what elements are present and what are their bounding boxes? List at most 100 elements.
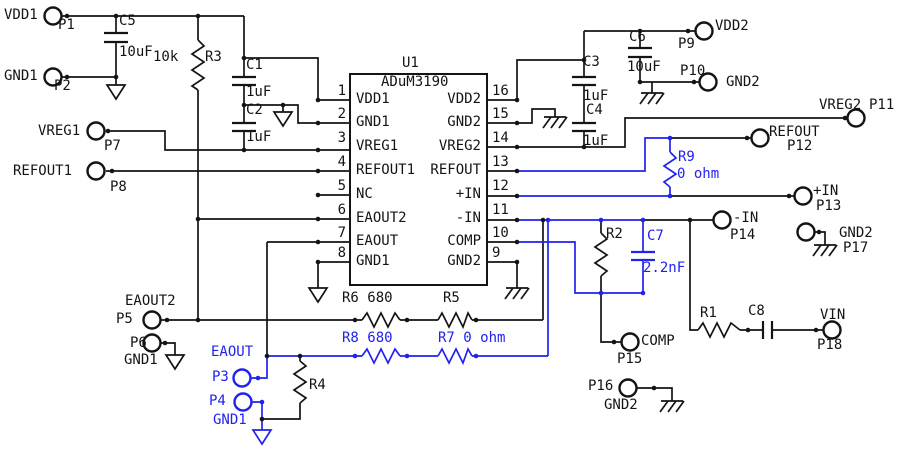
pad-label-p7: P7 [104, 138, 121, 154]
label-c8: C8 [748, 303, 765, 319]
pin-name-16: VDD2 [447, 91, 481, 107]
pin-name-6: EAOUT2 [356, 210, 407, 226]
gnd1-triangle-c1c2 [272, 111, 294, 128]
ic-part-number: ADuM3190 [381, 74, 449, 90]
net-label-gnd2-p16: GND2 [604, 397, 638, 413]
pad-label-p4: P4 [209, 393, 226, 409]
pin-num-14: 14 [492, 130, 509, 146]
value-r9: 0 ohm [677, 166, 720, 182]
net-label-refout: REFOUT [769, 124, 820, 140]
ref-c6: C6 [629, 29, 646, 45]
pad-label-p12: P12 [787, 138, 813, 154]
label-r6: R6 680 [342, 290, 393, 306]
gnd2-earth-c6 [639, 92, 665, 105]
net-label-vdd1: VDD1 [4, 7, 38, 23]
capacitor-C4 [572, 121, 596, 133]
label-r8: R8 680 [342, 330, 393, 346]
capacitor-C3 [572, 75, 596, 87]
pad-label-p11: P11 [869, 97, 895, 113]
resistor-R9 [662, 151, 678, 188]
pin-name-14: VREG2 [438, 138, 481, 154]
net-label-plus-in: +IN [813, 183, 839, 199]
pin-name-12: +IN [455, 186, 481, 202]
net-label-vin: VIN [820, 307, 846, 323]
pad-label-p17: P17 [843, 240, 869, 256]
pin-num-6: 6 [337, 202, 346, 218]
ic-adum3190-body [349, 73, 488, 286]
junction-dots [64, 13, 848, 422]
resistor-R5 [437, 310, 473, 330]
capacitor-C7 [631, 250, 655, 262]
pad-P5 [142, 310, 162, 330]
label-r1: R1 [700, 305, 717, 321]
pad-P9 [694, 21, 714, 41]
pin-num-1: 1 [337, 83, 346, 99]
ic-refdes: U1 [402, 55, 419, 71]
pin-name-10: COMP [447, 233, 481, 249]
capacitor-C6 [628, 46, 652, 59]
pin-num-11: 11 [492, 202, 509, 218]
pad-P13 [793, 186, 813, 206]
value-c2: 1uF [246, 129, 272, 145]
gnd2-earth-p16 [659, 400, 685, 413]
pin-num-9: 9 [492, 245, 501, 261]
pad-P16 [618, 378, 638, 398]
resistor-R8 [361, 347, 401, 365]
resistor-R4 [292, 360, 308, 404]
pin-num-10: 10 [492, 225, 509, 241]
net-label-eaout: EAOUT [211, 344, 254, 360]
pad-label-p13: P13 [816, 198, 842, 214]
value-c3: 1uF [583, 88, 609, 104]
pad-P11 [846, 108, 866, 128]
resistor-R6 [361, 311, 401, 329]
gnd2-earth-pin15 [542, 116, 568, 129]
pad-P8 [86, 161, 106, 181]
pin-num-7: 7 [337, 225, 346, 241]
pin-num-13: 13 [492, 154, 509, 170]
pad-P15 [620, 332, 640, 352]
value-c6: 10uF [627, 59, 661, 75]
net-label-vdd2: VDD2 [715, 18, 749, 34]
ref-c3: C3 [583, 54, 600, 70]
gnd2-earth-pin9 [504, 287, 530, 300]
pin-num-8: 8 [337, 245, 346, 261]
pin-name-2: GND1 [356, 114, 390, 130]
capacitor-C8 [761, 321, 774, 339]
net-label-minus-in: -IN [733, 210, 759, 226]
capacitor-C1 [232, 75, 256, 87]
wires-primary [62, 15, 847, 420]
pin-num-16: 16 [492, 83, 509, 99]
connector-pads [43, 6, 866, 412]
ref-c4: C4 [586, 102, 603, 118]
gnd2-earth-p17 [812, 244, 838, 257]
pad-P12 [750, 128, 770, 148]
label-r5: R5 [443, 290, 460, 306]
ref-c1: C1 [246, 57, 263, 73]
gnd1-triangle-p6 [164, 354, 186, 371]
capacitor-C2 [232, 121, 256, 133]
net-label-gnd2-p17: GND2 [839, 225, 873, 241]
gnd1-triangle-pin8 [307, 287, 329, 304]
resistor-R1 [697, 321, 741, 339]
net-label-gnd2-p10: GND2 [726, 74, 760, 90]
net-label-gnd1: GND1 [4, 68, 38, 84]
value-c5: 10uF [119, 44, 153, 60]
pad-label-p2: P2 [54, 78, 71, 94]
pin-num-12: 12 [492, 178, 509, 194]
pad-P10 [698, 72, 718, 92]
pin-name-13: REFOUT [430, 162, 481, 178]
pin-num-2: 2 [337, 106, 346, 122]
value-c1: 1uF [246, 84, 272, 100]
ref-r9: R9 [678, 149, 695, 165]
pad-label-p3: P3 [212, 369, 229, 385]
gnd1-triangle-c5 [105, 84, 127, 101]
pad-P6 [142, 333, 162, 353]
pin-num-5: 5 [337, 178, 346, 194]
pad-P14 [712, 210, 732, 230]
resistor-R7 [437, 346, 473, 366]
net-label-eaout2: EAOUT2 [125, 293, 176, 309]
net-label-refout1: REFOUT1 [13, 163, 73, 179]
label-r7: R7 0 ohm [438, 330, 506, 346]
pad-label-p9: P9 [678, 36, 695, 52]
